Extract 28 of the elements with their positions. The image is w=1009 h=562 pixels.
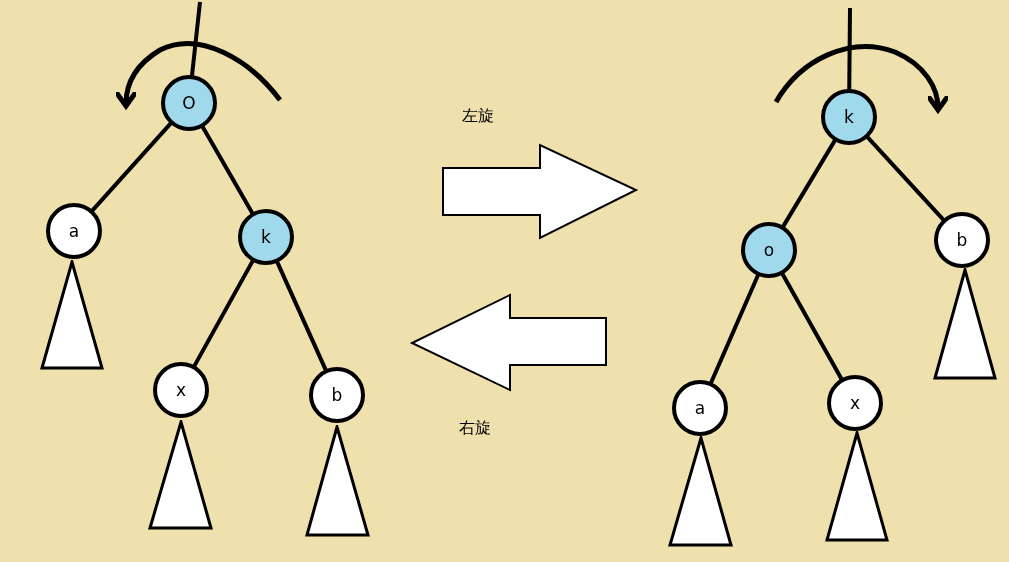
rotation-label: 右旋 bbox=[459, 418, 491, 439]
subtree-triangle bbox=[667, 436, 734, 547]
subtree-triangle bbox=[932, 268, 998, 380]
tree-edge bbox=[275, 260, 328, 372]
tree-node: b bbox=[934, 212, 990, 268]
tree-node: k bbox=[821, 89, 877, 145]
tree-edge bbox=[847, 7, 852, 90]
tree-node: b bbox=[309, 367, 365, 423]
tree-node: x bbox=[827, 375, 883, 431]
tree-edge bbox=[865, 135, 946, 222]
subtree-triangle bbox=[39, 260, 105, 370]
subtree-triangle bbox=[304, 425, 371, 537]
tree-edge bbox=[708, 273, 761, 385]
tree-node: x bbox=[153, 362, 209, 418]
tree-node: a bbox=[672, 380, 728, 436]
tree-node: O bbox=[161, 75, 217, 131]
subtree-triangle bbox=[147, 420, 214, 530]
tree-edge bbox=[780, 272, 844, 381]
rotation-label: 左旋 bbox=[462, 106, 494, 127]
tree-edge bbox=[192, 259, 255, 368]
tree-node: a bbox=[46, 203, 102, 259]
tree-edge bbox=[90, 121, 173, 213]
tree-node: o bbox=[741, 222, 797, 278]
tree-edge bbox=[781, 139, 837, 228]
tree-node: k bbox=[238, 209, 294, 265]
tree-edge bbox=[200, 125, 255, 215]
tree-edge bbox=[189, 1, 202, 77]
subtree-triangle bbox=[824, 431, 890, 542]
